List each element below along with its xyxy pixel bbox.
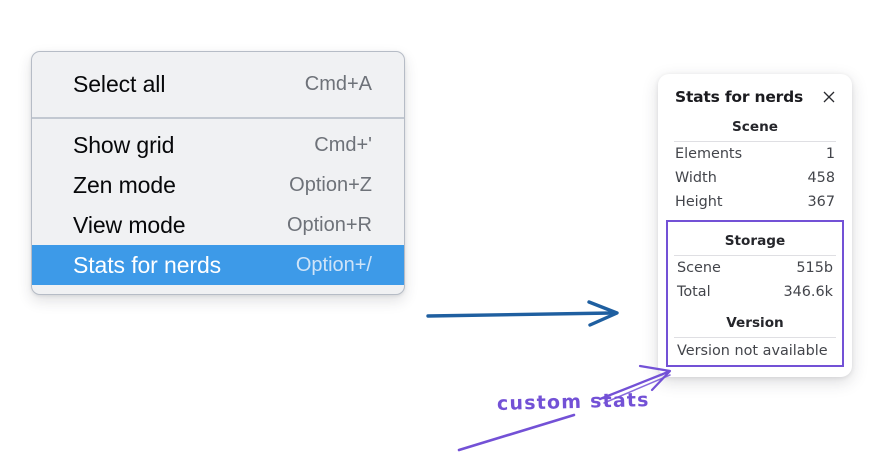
stats-row-key: Height [675, 194, 723, 210]
section-divider [674, 141, 836, 142]
menu-item-stats-for-nerds[interactable]: Stats for nerds Option+/ [32, 245, 404, 285]
stats-row-key: Total [677, 284, 711, 300]
menu-item-label: Show grid [73, 131, 175, 158]
stats-row-height: Height 367 [666, 190, 844, 214]
section-divider [674, 255, 836, 256]
menu-item-label: Stats for nerds [73, 251, 222, 278]
stats-row-value: 1 [825, 146, 835, 162]
stats-row-key: Width [675, 170, 717, 186]
menu-item-label: View mode [73, 211, 186, 238]
stats-row-value: 367 [807, 194, 835, 210]
stats-row-storage-scene: Scene 515b [668, 256, 842, 280]
menu-item-shortcut: Cmd+' [314, 133, 372, 156]
close-icon[interactable] [820, 88, 838, 106]
menu-group-view: Show grid Cmd+' Zen mode Option+Z View m… [32, 117, 404, 294]
section-divider [674, 337, 836, 338]
blue-flow-arrow [426, 300, 619, 327]
stats-section-storage: Storage Scene 515b Total 346.6k [668, 222, 842, 304]
menu-item-view-mode[interactable]: View mode Option+R [32, 205, 404, 245]
menu-item-shortcut: Option+R [286, 213, 372, 236]
purple-underline-stroke [457, 413, 576, 452]
stats-panel-body: Scene Elements 1 Width 458 Height 367 [666, 108, 844, 367]
stats-section-heading: Version [726, 315, 784, 331]
stats-row-value: 515b [796, 260, 833, 276]
custom-stats-annotation: custom stats [496, 389, 650, 415]
menu-item-label: Select all [73, 70, 166, 97]
stats-section-scene: Scene Elements 1 Width 458 Height 367 [666, 108, 844, 214]
stats-section-heading: Scene [732, 119, 778, 135]
stats-version-note: Version not available [677, 343, 828, 359]
stats-row-storage-total: Total 346.6k [668, 280, 842, 304]
stats-row-width: Width 458 [666, 166, 844, 190]
stats-section-heading: Storage [724, 233, 786, 249]
stats-row-elements: Elements 1 [666, 142, 844, 166]
menu-item-shortcut: Cmd+A [304, 72, 372, 95]
menu-item-zen-mode[interactable]: Zen mode Option+Z [32, 165, 404, 205]
menu-item-shortcut: Option+Z [289, 173, 372, 196]
menu-item-select-all[interactable]: Select all Cmd+A [32, 64, 404, 104]
stats-row-value: 346.6k [783, 284, 833, 300]
menu-item-show-grid[interactable]: Show grid Cmd+' [32, 125, 404, 165]
stats-panel-title: Stats for nerds [675, 88, 804, 106]
menu-item-shortcut: Option+/ [295, 253, 372, 276]
menu-item-label: Zen mode [73, 171, 176, 198]
canvas-context-menu: Select all Cmd+A Show grid Cmd+' Zen mod… [31, 51, 405, 295]
stats-row-key: Scene [677, 260, 721, 276]
stats-for-nerds-panel: Stats for nerds Scene Elements 1 Width 4… [658, 74, 852, 377]
stats-panel-titlebar: Stats for nerds [666, 84, 844, 108]
menu-group-selection: Select all Cmd+A [32, 52, 404, 117]
stats-section-version: Version Version not available [668, 304, 842, 363]
stats-row-key: Elements [675, 146, 743, 162]
custom-stats-highlight-frame: Storage Scene 515b Total 346.6k Version … [666, 220, 844, 367]
stats-row-value: 458 [807, 170, 835, 186]
